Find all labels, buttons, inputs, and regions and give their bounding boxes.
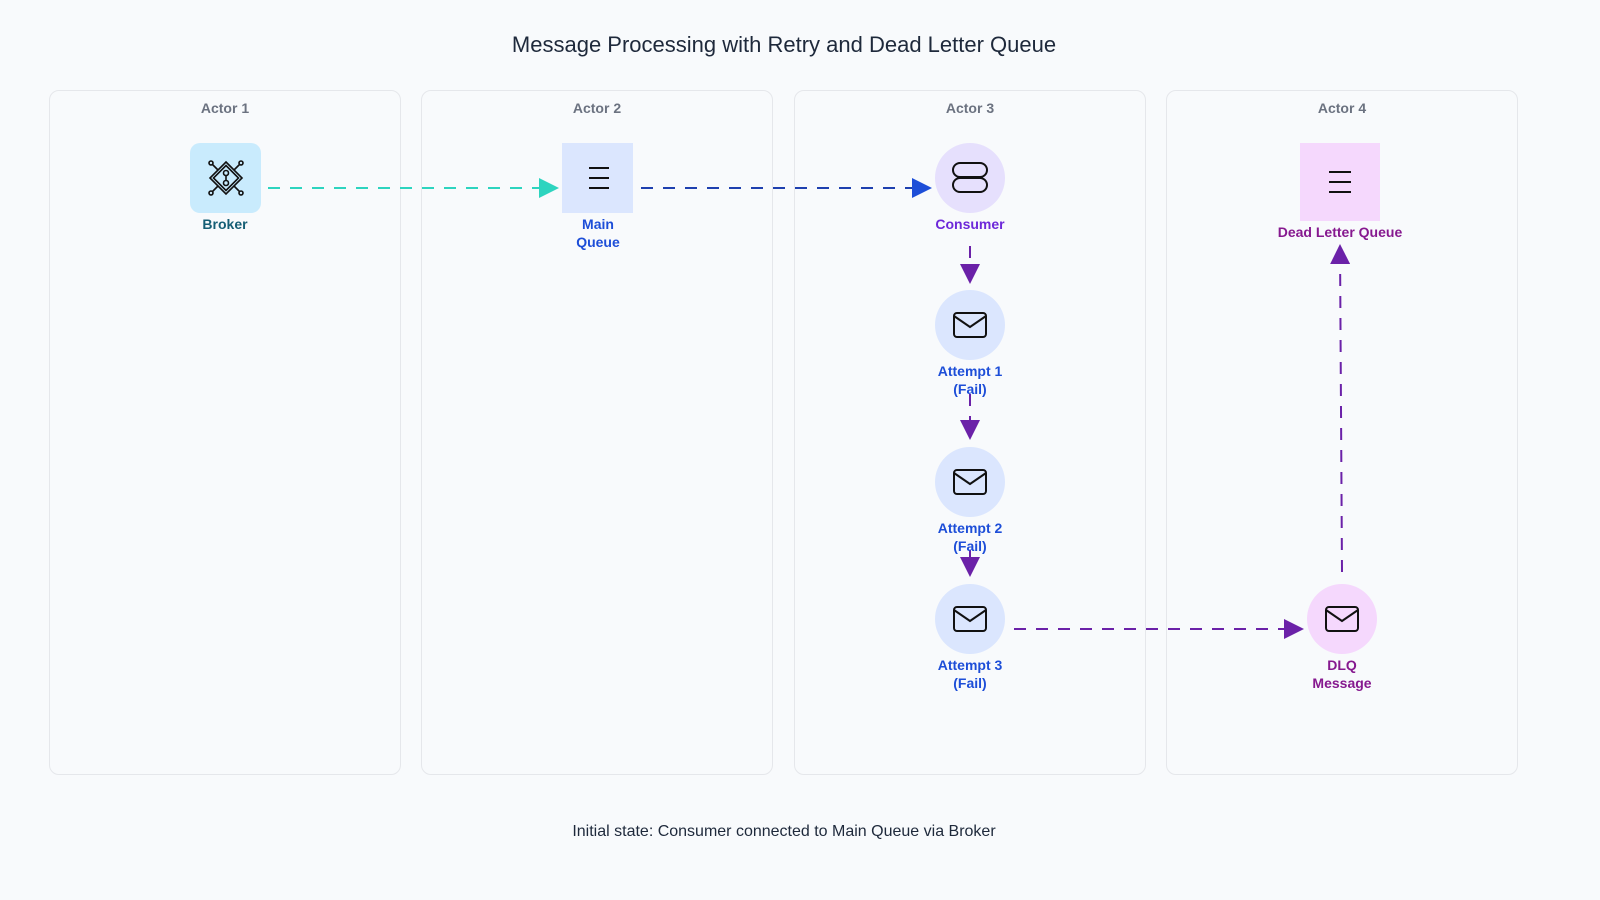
label-line: Attempt 2 — [937, 520, 1003, 536]
lane-label: Actor 4 — [1317, 100, 1367, 116]
label-line: (Fail) — [953, 538, 987, 554]
label-line: Queue — [576, 234, 620, 250]
consumer-label: Consumer — [935, 216, 1005, 232]
lane-actor-4: Actor 4 — [1166, 90, 1518, 775]
server-icon — [952, 162, 988, 193]
mail-icon — [953, 312, 987, 338]
lane-label: Actor 2 — [572, 100, 622, 116]
label-line: Attempt 3 — [937, 657, 1003, 673]
attempt-3-label: Attempt 3 (Fail) — [890, 656, 1050, 692]
attempt-2-label: Attempt 2 (Fail) — [890, 519, 1050, 555]
dlq-message-node[interactable] — [1307, 584, 1377, 654]
arrow-dlq-message-to-dlq — [1330, 244, 1351, 573]
broker-label: Broker — [202, 216, 248, 232]
label-line: Message — [1312, 675, 1372, 691]
consumer-node[interactable] — [935, 143, 1005, 213]
status-caption: Initial state: Consumer connected to Mai… — [572, 823, 996, 840]
mail-icon — [953, 469, 987, 495]
mail-icon — [953, 606, 987, 632]
label-line: Attempt 1 — [937, 363, 1003, 379]
label-line: (Fail) — [953, 675, 987, 691]
broker-icon — [207, 160, 244, 196]
attempt-1-node[interactable] — [935, 290, 1005, 360]
label-line: DLQ — [1327, 657, 1357, 673]
list-icon — [1329, 171, 1351, 193]
lane-actor-3: Actor 3 — [794, 90, 1146, 775]
list-icon — [588, 167, 609, 189]
mail-icon — [1325, 606, 1359, 632]
main-queue-node[interactable] — [562, 143, 633, 213]
label-line: (Fail) — [953, 381, 987, 397]
label-line: Main — [582, 216, 614, 232]
diagram-title: Message Processing with Retry and Dead L… — [511, 32, 1057, 57]
attempt-1-label: Attempt 1 (Fail) — [890, 362, 1050, 398]
lane-label: Actor 1 — [200, 100, 250, 116]
lane-actor-1: Actor 1 — [49, 90, 401, 775]
lane-label: Actor 3 — [945, 100, 995, 116]
dead-letter-queue-label: Dead Letter Queue — [1277, 224, 1403, 240]
broker-node[interactable] — [190, 143, 261, 213]
dlq-message-label: DLQ Message — [1262, 656, 1422, 692]
attempt-3-node[interactable] — [935, 584, 1005, 654]
attempt-2-node[interactable] — [935, 447, 1005, 517]
dead-letter-queue-node[interactable] — [1300, 143, 1380, 221]
lane-actor-2: Actor 2 — [421, 90, 773, 775]
